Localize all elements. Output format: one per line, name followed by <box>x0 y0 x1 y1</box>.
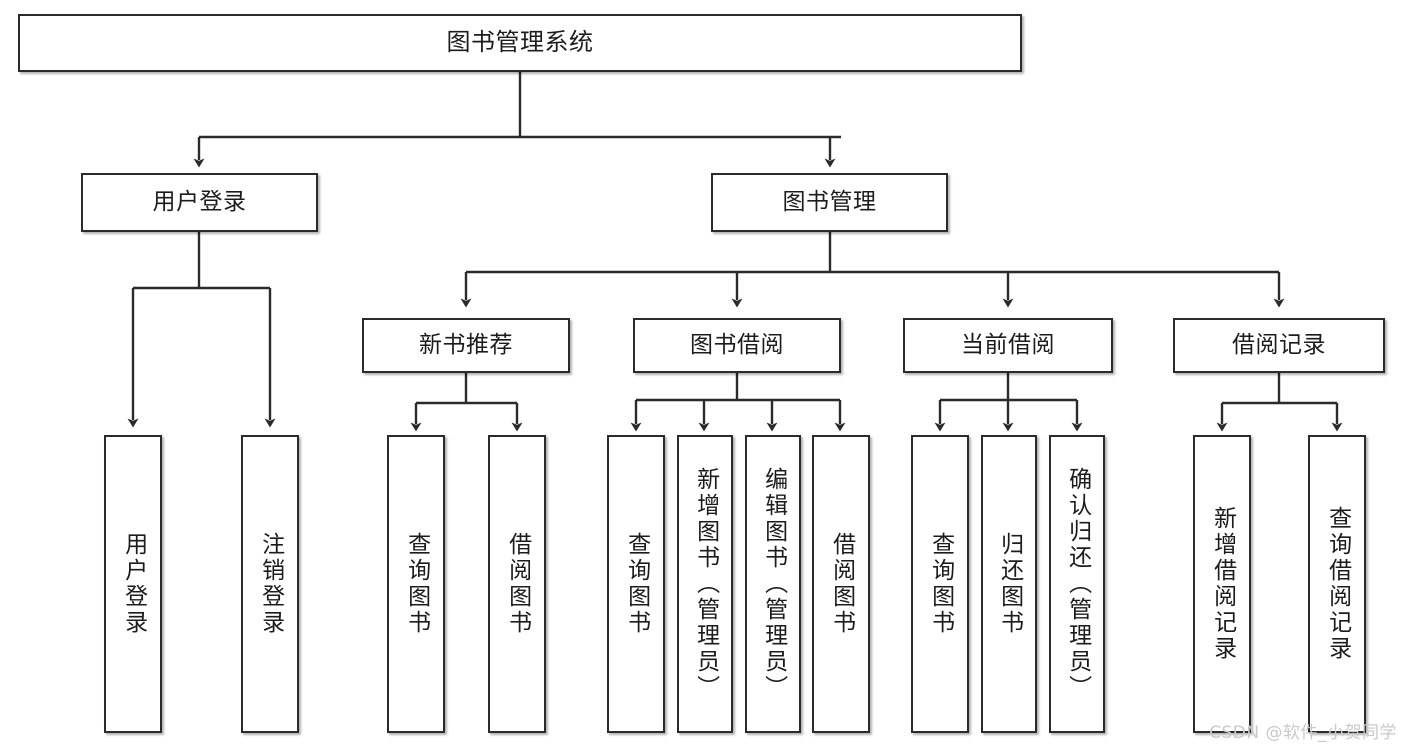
node-root-label: 图书管理系统 <box>446 28 594 57</box>
leaf-newbook-borrow[interactable]: 借阅图书 <box>488 435 546 733</box>
node-current-borrow[interactable]: 当前借阅 <box>903 318 1113 373</box>
leaf-borrow-edit[interactable]: 编辑图书（管理员） <box>745 435 801 733</box>
leaf-record-add-label: 新增借阅记录 <box>1209 506 1236 662</box>
node-new-book-recommend-label: 新书推荐 <box>419 332 513 359</box>
leaf-borrow-add[interactable]: 新增图书（管理员） <box>677 435 733 733</box>
leaf-borrow-borrow[interactable]: 借阅图书 <box>812 435 870 733</box>
leaf-borrow-query[interactable]: 查询图书 <box>607 435 665 733</box>
node-book-management-label: 图书管理 <box>782 189 877 216</box>
node-current-borrow-label: 当前借阅 <box>961 332 1055 359</box>
leaf-newbook-borrow-label: 借阅图书 <box>504 532 531 636</box>
leaf-newbook-query-label: 查询图书 <box>403 532 430 636</box>
leaf-user-login-label: 用户登录 <box>120 532 147 636</box>
node-book-borrow-label: 图书借阅 <box>690 332 784 359</box>
leaf-current-query[interactable]: 查询图书 <box>911 435 969 733</box>
node-borrow-record[interactable]: 借阅记录 <box>1173 318 1385 373</box>
leaf-borrow-add-label: 新增图书（管理员） <box>692 467 719 701</box>
leaf-record-query[interactable]: 查询借阅记录 <box>1308 435 1366 733</box>
leaf-current-return-label: 归还图书 <box>996 532 1023 636</box>
leaf-borrow-query-label: 查询图书 <box>623 532 650 636</box>
node-book-borrow[interactable]: 图书借阅 <box>633 318 841 373</box>
node-user-login[interactable]: 用户登录 <box>81 173 318 232</box>
leaf-current-return[interactable]: 归还图书 <box>981 435 1037 733</box>
leaf-record-query-label: 查询借阅记录 <box>1324 506 1351 662</box>
leaf-current-confirm-return-label: 确认归还（管理员） <box>1064 467 1091 701</box>
node-user-login-label: 用户登录 <box>152 189 247 216</box>
leaf-borrow-edit-label: 编辑图书（管理员） <box>760 467 787 701</box>
node-borrow-record-label: 借阅记录 <box>1232 332 1326 359</box>
leaf-newbook-query[interactable]: 查询图书 <box>387 435 445 733</box>
leaf-user-logout[interactable]: 注销登录 <box>241 435 299 733</box>
node-book-management[interactable]: 图书管理 <box>711 173 948 232</box>
leaf-borrow-borrow-label: 借阅图书 <box>828 532 855 636</box>
leaf-record-add[interactable]: 新增借阅记录 <box>1193 435 1251 733</box>
node-root[interactable]: 图书管理系统 <box>18 14 1022 72</box>
csdn-watermark: CSDN @软件_小贺同学 <box>1209 723 1397 743</box>
node-new-book-recommend[interactable]: 新书推荐 <box>362 318 570 373</box>
leaf-user-login[interactable]: 用户登录 <box>104 435 162 733</box>
leaf-current-confirm-return[interactable]: 确认归还（管理员） <box>1049 435 1105 733</box>
leaf-user-logout-label: 注销登录 <box>257 532 284 636</box>
leaf-current-query-label: 查询图书 <box>927 532 954 636</box>
